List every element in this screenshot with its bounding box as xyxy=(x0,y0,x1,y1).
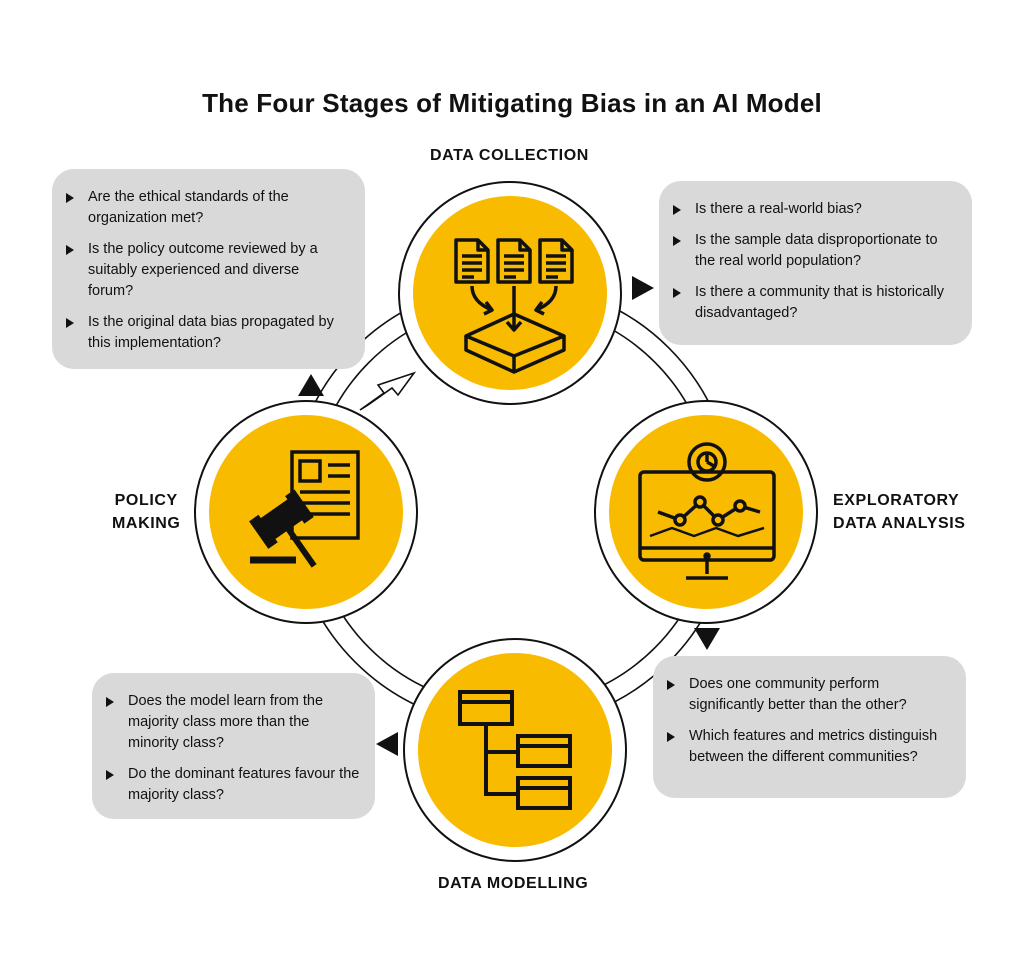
questions-box-exploratory: Does one community perform significantly… xyxy=(653,656,966,798)
bullet-icon xyxy=(106,770,114,780)
pointer-exploratory xyxy=(694,628,720,650)
list-item: Is the original data bias propagated by … xyxy=(52,312,347,354)
stage-circle-exploratory xyxy=(594,400,818,624)
list-item: Are the ethical standards of the organiz… xyxy=(52,187,347,229)
bullet-icon xyxy=(673,205,681,215)
stage-label-modelling: DATA MODELLING xyxy=(438,875,589,892)
list-item: Do the dominant features favour the majo… xyxy=(92,764,361,806)
bullet-icon xyxy=(673,236,681,246)
pointer-modelling xyxy=(376,732,398,756)
bullet-icon xyxy=(667,732,675,742)
bullet-icon xyxy=(66,245,74,255)
questions-box-policy: Are the ethical standards of the organiz… xyxy=(52,169,365,369)
bullet-icon xyxy=(66,318,74,328)
bullet-icon xyxy=(673,288,681,298)
pointer-policy xyxy=(298,374,324,396)
monitor-chart-gear-icon xyxy=(638,442,776,580)
list-item: Is there a real-world bias? xyxy=(659,199,956,220)
bullet-icon xyxy=(667,680,675,690)
bullet-icon xyxy=(106,697,114,707)
list-item: Which features and metrics distinguish b… xyxy=(653,726,952,768)
questions-box-data-collection: Is there a real-world bias? Is the sampl… xyxy=(659,181,972,345)
list-item: Does the model learn from the majority c… xyxy=(92,691,361,754)
list-item: Is there a community that is historicall… xyxy=(659,282,956,324)
stage-label-exploratory: EXPLORATORY DATA ANALYSIS xyxy=(833,492,966,532)
list-item: Is the sample data disproportionate to t… xyxy=(659,230,956,272)
pointer-data-collection xyxy=(632,276,654,300)
documents-to-tray-icon xyxy=(454,238,574,374)
questions-box-modelling: Does the model learn from the majority c… xyxy=(92,673,375,819)
list-item: Is the policy outcome reviewed by a suit… xyxy=(52,239,347,302)
bullet-icon xyxy=(66,193,74,203)
list-item: Does one community perform significantly… xyxy=(653,674,952,716)
stage-label-data-collection: DATA COLLECTION xyxy=(430,147,589,164)
stage-label-policy: POLICY MAKING xyxy=(112,492,181,532)
gavel-document-icon xyxy=(249,450,360,568)
hierarchy-boxes-icon xyxy=(458,690,572,810)
page-title: The Four Stages of Mitigating Bias in an… xyxy=(202,88,822,118)
cycle-arrow xyxy=(359,371,417,411)
